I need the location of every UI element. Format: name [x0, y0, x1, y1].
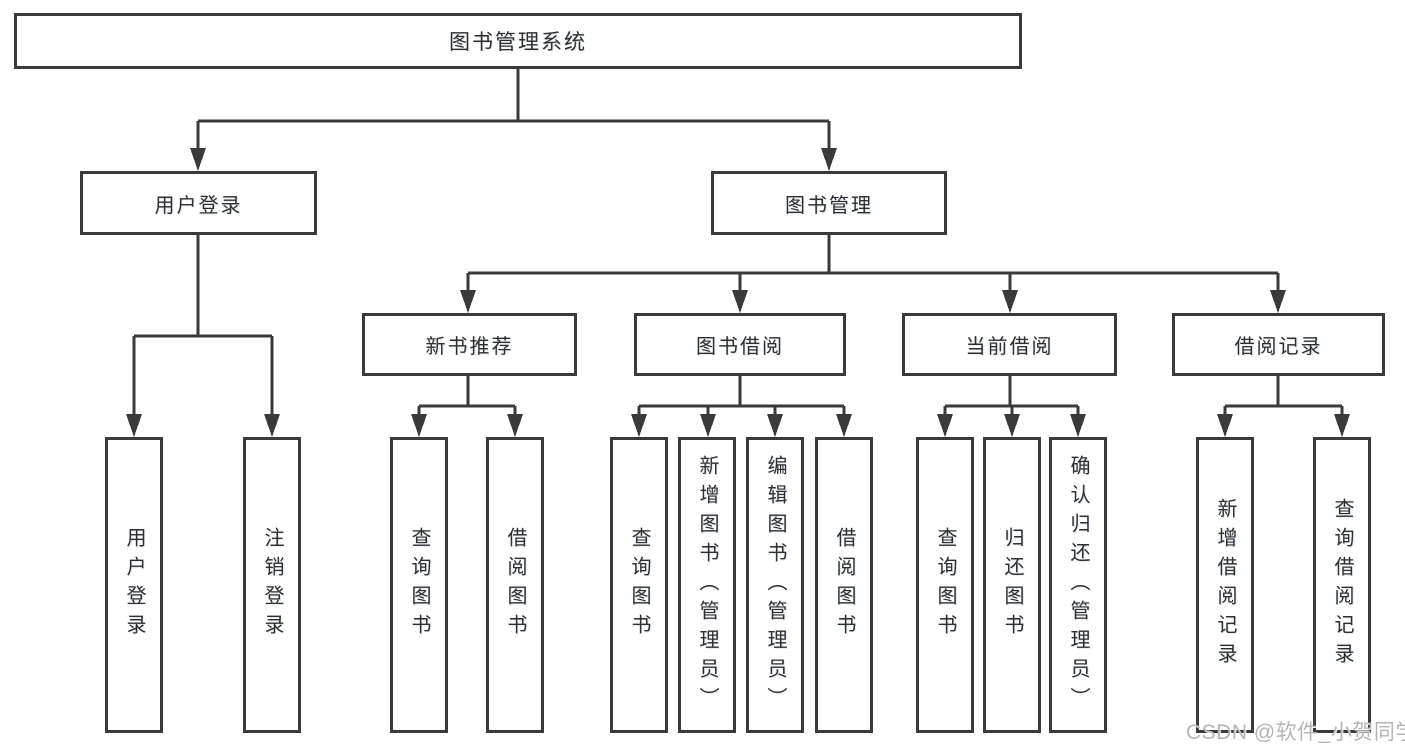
arrowheads	[126, 148, 1350, 437]
leaf-query-books-borrow: 查询图书	[610, 437, 668, 733]
csdn-watermark: CSDN @软件_小贺同学	[1186, 721, 1405, 744]
leaf-query-books-newbook: 查询图书	[390, 437, 448, 733]
leaf-add-book-admin: 新增图书（管理员）	[678, 437, 736, 733]
node-user-login: 用户登录	[80, 171, 317, 235]
leaf-edit-book-admin: 编辑图书（管理员）	[746, 437, 804, 733]
node-book-borrow: 图书借阅	[634, 313, 846, 376]
node-current-borrow: 当前借阅	[902, 313, 1117, 376]
leaf-borrow-books-newbook: 借阅图书	[486, 437, 544, 733]
leaf-confirm-return-admin: 确认归还（管理员）	[1049, 437, 1107, 733]
node-root-system: 图书管理系统	[14, 13, 1022, 69]
leaf-return-books: 归还图书	[983, 437, 1041, 733]
node-book-management: 图书管理	[711, 171, 947, 235]
leaf-borrow-books-borrow: 借阅图书	[815, 437, 873, 733]
leaf-query-borrow-record: 查询借阅记录	[1313, 437, 1371, 733]
leaf-query-books-current: 查询图书	[916, 437, 974, 733]
leaf-logout: 注销登录	[243, 437, 301, 733]
node-new-book-recommend: 新书推荐	[362, 313, 577, 376]
leaf-user-login: 用户登录	[105, 437, 163, 733]
leaf-add-borrow-record: 新增借阅记录	[1196, 437, 1254, 733]
node-borrow-records: 借阅记录	[1172, 313, 1385, 376]
